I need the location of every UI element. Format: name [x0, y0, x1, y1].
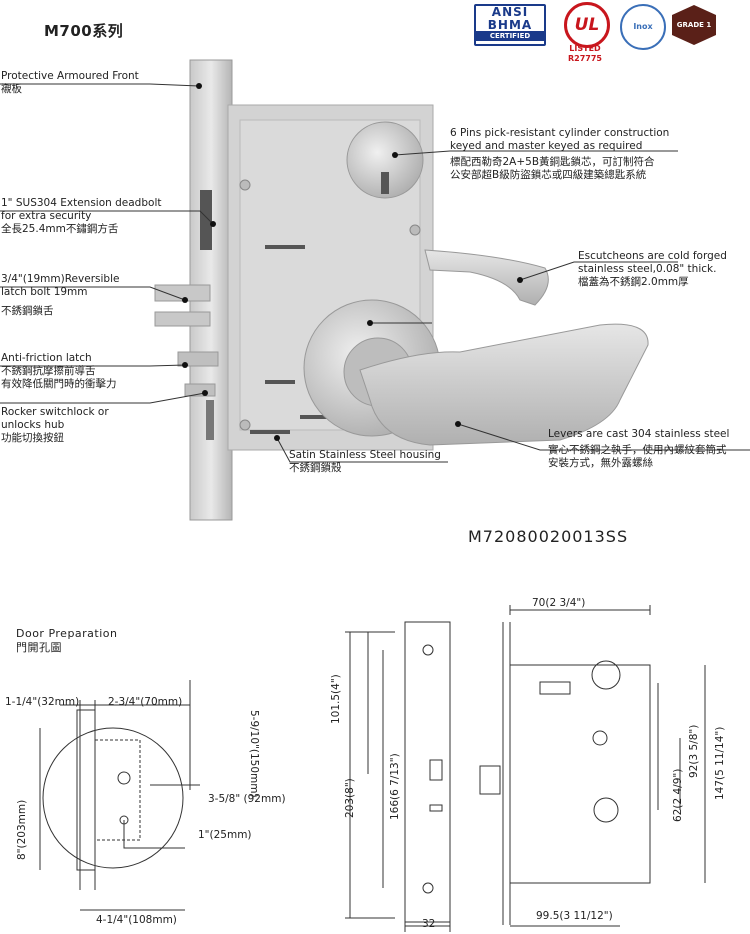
dim-backset-70: 2-3/4"(70mm) — [108, 696, 183, 708]
door-prep-title: Door Preparation 門開孔圖 — [16, 627, 118, 655]
callout-levers-zh2: 安裝方式，無外露螺絲 — [548, 457, 653, 469]
callout-deadbolt: 1" SUS304 Extension deadbolt for extra s… — [1, 197, 161, 236]
dim-backset-32: 1-1/4"(32mm) — [5, 696, 80, 708]
dim-92: 3-5/8" (92mm) — [208, 793, 286, 805]
door-prep-circle — [42, 727, 184, 869]
door-prep-title-zh: 門開孔圖 — [16, 641, 62, 654]
ansi-bhma-logo: ANSI BHMA CERTIFIED — [474, 4, 546, 46]
callout-front-en: Protective Armoured Front — [1, 70, 139, 82]
callout-escutcheon-en1: Escutcheons are cold forged — [578, 250, 727, 262]
dim-25: 1"(25mm) — [198, 829, 252, 841]
callout-housing-en: Satin Stainless Steel housing — [289, 449, 441, 461]
callout-escutcheon-zh: 檔蓋為不銹鋼2.0mm厚 — [578, 276, 689, 288]
callout-cylinder-zh1: 標配西勒奇2A+5B黃銅匙鎖芯，可訂制符合 — [450, 156, 655, 168]
dim-108: 4-1/4"(108mm) — [96, 914, 177, 926]
dim-203: 203(8") — [344, 778, 356, 818]
inox-logo: Inox — [620, 4, 666, 50]
dim-101: 101.5(4") — [330, 674, 342, 724]
callout-cylinder-en2: keyed and master keyed as required — [450, 140, 643, 152]
ul-number: R27775 — [568, 54, 602, 63]
dim-166: 166(6 7/13") — [389, 753, 401, 820]
callout-rocker-zh: 功能切換按鈕 — [1, 432, 64, 444]
callout-levers-en: Levers are cast 304 stainless steel — [548, 428, 730, 440]
callout-cylinder-en1: 6 Pins pick-resistant cylinder construct… — [450, 127, 670, 139]
callout-latch-en1: 3/4"(19mm)Reversible — [1, 273, 120, 285]
callout-housing-zh: 不銹鋼鎖殼 — [289, 462, 342, 474]
door-prep-title-en: Door Preparation — [16, 627, 118, 640]
callout-housing: Satin Stainless Steel housing 不銹鋼鎖殼 — [289, 449, 441, 475]
series-title: M700系列 — [44, 22, 124, 40]
certified-text: CERTIFIED — [476, 31, 544, 41]
dim-62: 62(2 4/9") — [672, 768, 684, 822]
callout-antifriction-zh2: 有效降低關門時的衝擊力 — [1, 378, 117, 390]
callout-cylinder: 6 Pins pick-resistant cylinder construct… — [450, 127, 669, 182]
callout-rocker: Rocker switchlock or unlocks hub 功能切換按鈕 — [1, 406, 109, 445]
dim-150: 5-9/10"(150mm) — [248, 710, 260, 798]
callout-deadbolt-en2: for extra security — [1, 210, 92, 222]
callout-levers: Levers are cast 304 stainless steel 實心不銹… — [548, 428, 729, 470]
ul-logo: UL — [564, 2, 610, 48]
callout-deadbolt-zh: 全長25.4mm不鏽鋼方舌 — [1, 223, 119, 235]
ansi-text: ANSI — [491, 5, 529, 19]
callout-latch-en2: latch bolt 19mm — [1, 286, 88, 298]
callout-latch: 3/4"(19mm)Reversible latch bolt 19mm 不銹鋼… — [1, 273, 119, 318]
callout-latch-zh: 不銹鋼鎖舌 — [1, 305, 54, 317]
callout-rocker-en2: unlocks hub — [1, 419, 65, 431]
dim-92-side: 92(3 5/8") — [688, 724, 700, 778]
callout-antifriction-en: Anti-friction latch — [1, 352, 92, 364]
dim-70: 70(2 3/4") — [532, 597, 586, 609]
callout-escutcheon: Escutcheons are cold forged stainless st… — [578, 250, 727, 289]
dim-32: 32 — [422, 918, 436, 930]
callout-escutcheon-en2: stainless steel,0.08" thick. — [578, 263, 717, 275]
callout-cylinder-zh2: 公安部超B級防盜鎖芯或四級建築總匙系統 — [450, 169, 647, 181]
technical-drawings — [39, 605, 706, 932]
bhma-text: BHMA — [487, 18, 533, 32]
lock-illustration — [0, 59, 750, 521]
callout-front: Protective Armoured Front 襯板 — [1, 70, 139, 96]
callout-deadbolt-en1: 1" SUS304 Extension deadbolt — [1, 197, 162, 209]
callout-front-zh: 襯板 — [1, 83, 22, 95]
callout-levers-zh1: 實心不銹鋼之執手，使用內螺紋套筒式 — [548, 444, 727, 456]
model-number: M72080020013SS — [468, 527, 629, 546]
ul-listed: LISTED — [569, 44, 601, 53]
ul-listed-text: LISTED R27775 — [560, 44, 610, 64]
callout-antifriction: Anti-friction latch 不銹鋼抗摩擦前導舌 有效降低關門時的衝擊… — [1, 352, 117, 391]
dim-203-door: 8"(203mm) — [16, 799, 28, 860]
dim-147: 147(5 11/14") — [714, 726, 726, 800]
dim-99: 99.5(3 11/12") — [536, 910, 613, 922]
callout-rocker-en1: Rocker switchlock or — [1, 406, 109, 418]
callout-antifriction-zh1: 不銹鋼抗摩擦前導舌 — [1, 365, 96, 377]
